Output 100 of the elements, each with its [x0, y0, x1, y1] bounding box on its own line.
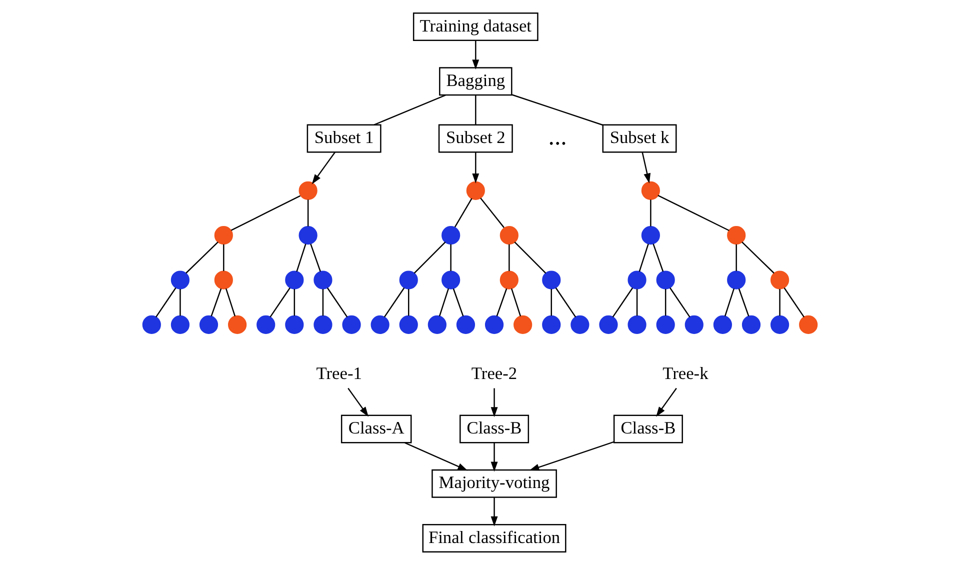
- connector: [270, 288, 290, 318]
- node-circle: [199, 315, 218, 334]
- connector: [664, 289, 666, 316]
- node-circle: [500, 270, 518, 290]
- node-circle: [442, 226, 460, 245]
- connector: [512, 94, 603, 126]
- node-box: Final classification: [422, 524, 566, 552]
- node-box: Class-B: [613, 414, 683, 444]
- node-circle: [656, 270, 675, 290]
- node-circle: [456, 315, 476, 334]
- connector: [186, 242, 218, 274]
- node-circle: [542, 270, 561, 290]
- connector: [374, 94, 446, 126]
- node-circle: [298, 181, 318, 200]
- node-circle: [214, 226, 233, 245]
- node-circle: [214, 270, 233, 290]
- connector: [310, 244, 321, 272]
- connector: [294, 289, 296, 316]
- connector: [652, 244, 664, 272]
- node-circle: [298, 226, 318, 245]
- node-box: Bagging: [439, 67, 512, 96]
- connector: [408, 289, 410, 316]
- node-circle: [500, 226, 518, 245]
- node-circle: [285, 270, 304, 290]
- connector: [414, 242, 446, 274]
- arrow: [472, 40, 480, 70]
- node-circle: [641, 226, 660, 245]
- node-circle: [599, 315, 618, 334]
- arrow: [529, 441, 614, 471]
- node-circle: [342, 315, 361, 334]
- connector: [475, 95, 476, 125]
- arrow: [490, 442, 498, 472]
- node-circle: [370, 315, 390, 334]
- connector: [210, 288, 222, 316]
- node-circle: [142, 315, 161, 334]
- connector: [650, 200, 652, 226]
- connector: [636, 289, 638, 316]
- connector: [508, 244, 510, 272]
- node-circle: [713, 315, 732, 334]
- connector: [736, 244, 737, 272]
- connector: [384, 288, 405, 318]
- connector: [779, 289, 780, 316]
- connector: [450, 244, 452, 272]
- arrow: [656, 388, 677, 417]
- node-circle: [727, 226, 746, 245]
- label: ...: [548, 124, 567, 151]
- node-circle: [228, 315, 247, 334]
- connector: [180, 289, 181, 316]
- node-circle: [484, 315, 504, 334]
- connector: [670, 288, 690, 318]
- node-circle: [727, 270, 746, 290]
- node-circle: [514, 315, 532, 334]
- node-text: Tree-k: [662, 364, 708, 383]
- node-circle: [399, 315, 418, 334]
- node-circle: [628, 270, 646, 290]
- node-circle: [628, 315, 646, 334]
- node-circle: [770, 270, 790, 290]
- node-text: Tree-2: [471, 364, 518, 383]
- node-circle: [656, 315, 675, 334]
- node-text: Tree-1: [316, 364, 362, 383]
- connector: [438, 288, 450, 316]
- arrow: [404, 442, 468, 471]
- node-box: Majority-voting: [432, 469, 557, 498]
- node-circle: [285, 315, 304, 334]
- node-circle: [399, 270, 418, 290]
- node-box: Subset 1: [306, 124, 382, 153]
- node-circle: [256, 315, 276, 334]
- node-circle: [314, 270, 332, 290]
- connector: [638, 244, 649, 272]
- connector: [784, 288, 805, 318]
- node-circle: [684, 315, 704, 334]
- arrow: [642, 152, 651, 184]
- connector: [742, 242, 774, 274]
- connector: [230, 195, 301, 231]
- node-circle: [570, 315, 590, 334]
- connector: [496, 288, 508, 316]
- connector: [452, 288, 464, 316]
- connector: [326, 288, 348, 318]
- connector: [480, 198, 504, 228]
- node-circle: [770, 315, 790, 334]
- node-box: Training dataset: [412, 12, 538, 42]
- connector: [510, 288, 522, 316]
- connector: [322, 289, 324, 316]
- node-circle: [542, 315, 561, 334]
- node-circle: [466, 181, 485, 200]
- connector: [296, 244, 306, 272]
- connector: [307, 200, 309, 226]
- arrow: [312, 152, 336, 184]
- node-circle: [428, 315, 446, 334]
- node-box: Subset k: [602, 124, 677, 153]
- node-circle: [314, 315, 332, 334]
- connector: [738, 288, 750, 316]
- node-circle: [799, 315, 818, 334]
- connector: [225, 288, 236, 316]
- node-circle: [742, 315, 761, 334]
- connector: [612, 288, 634, 318]
- arrow: [490, 497, 498, 526]
- connector: [514, 242, 546, 274]
- node-circle: [641, 181, 660, 200]
- connector: [555, 288, 576, 318]
